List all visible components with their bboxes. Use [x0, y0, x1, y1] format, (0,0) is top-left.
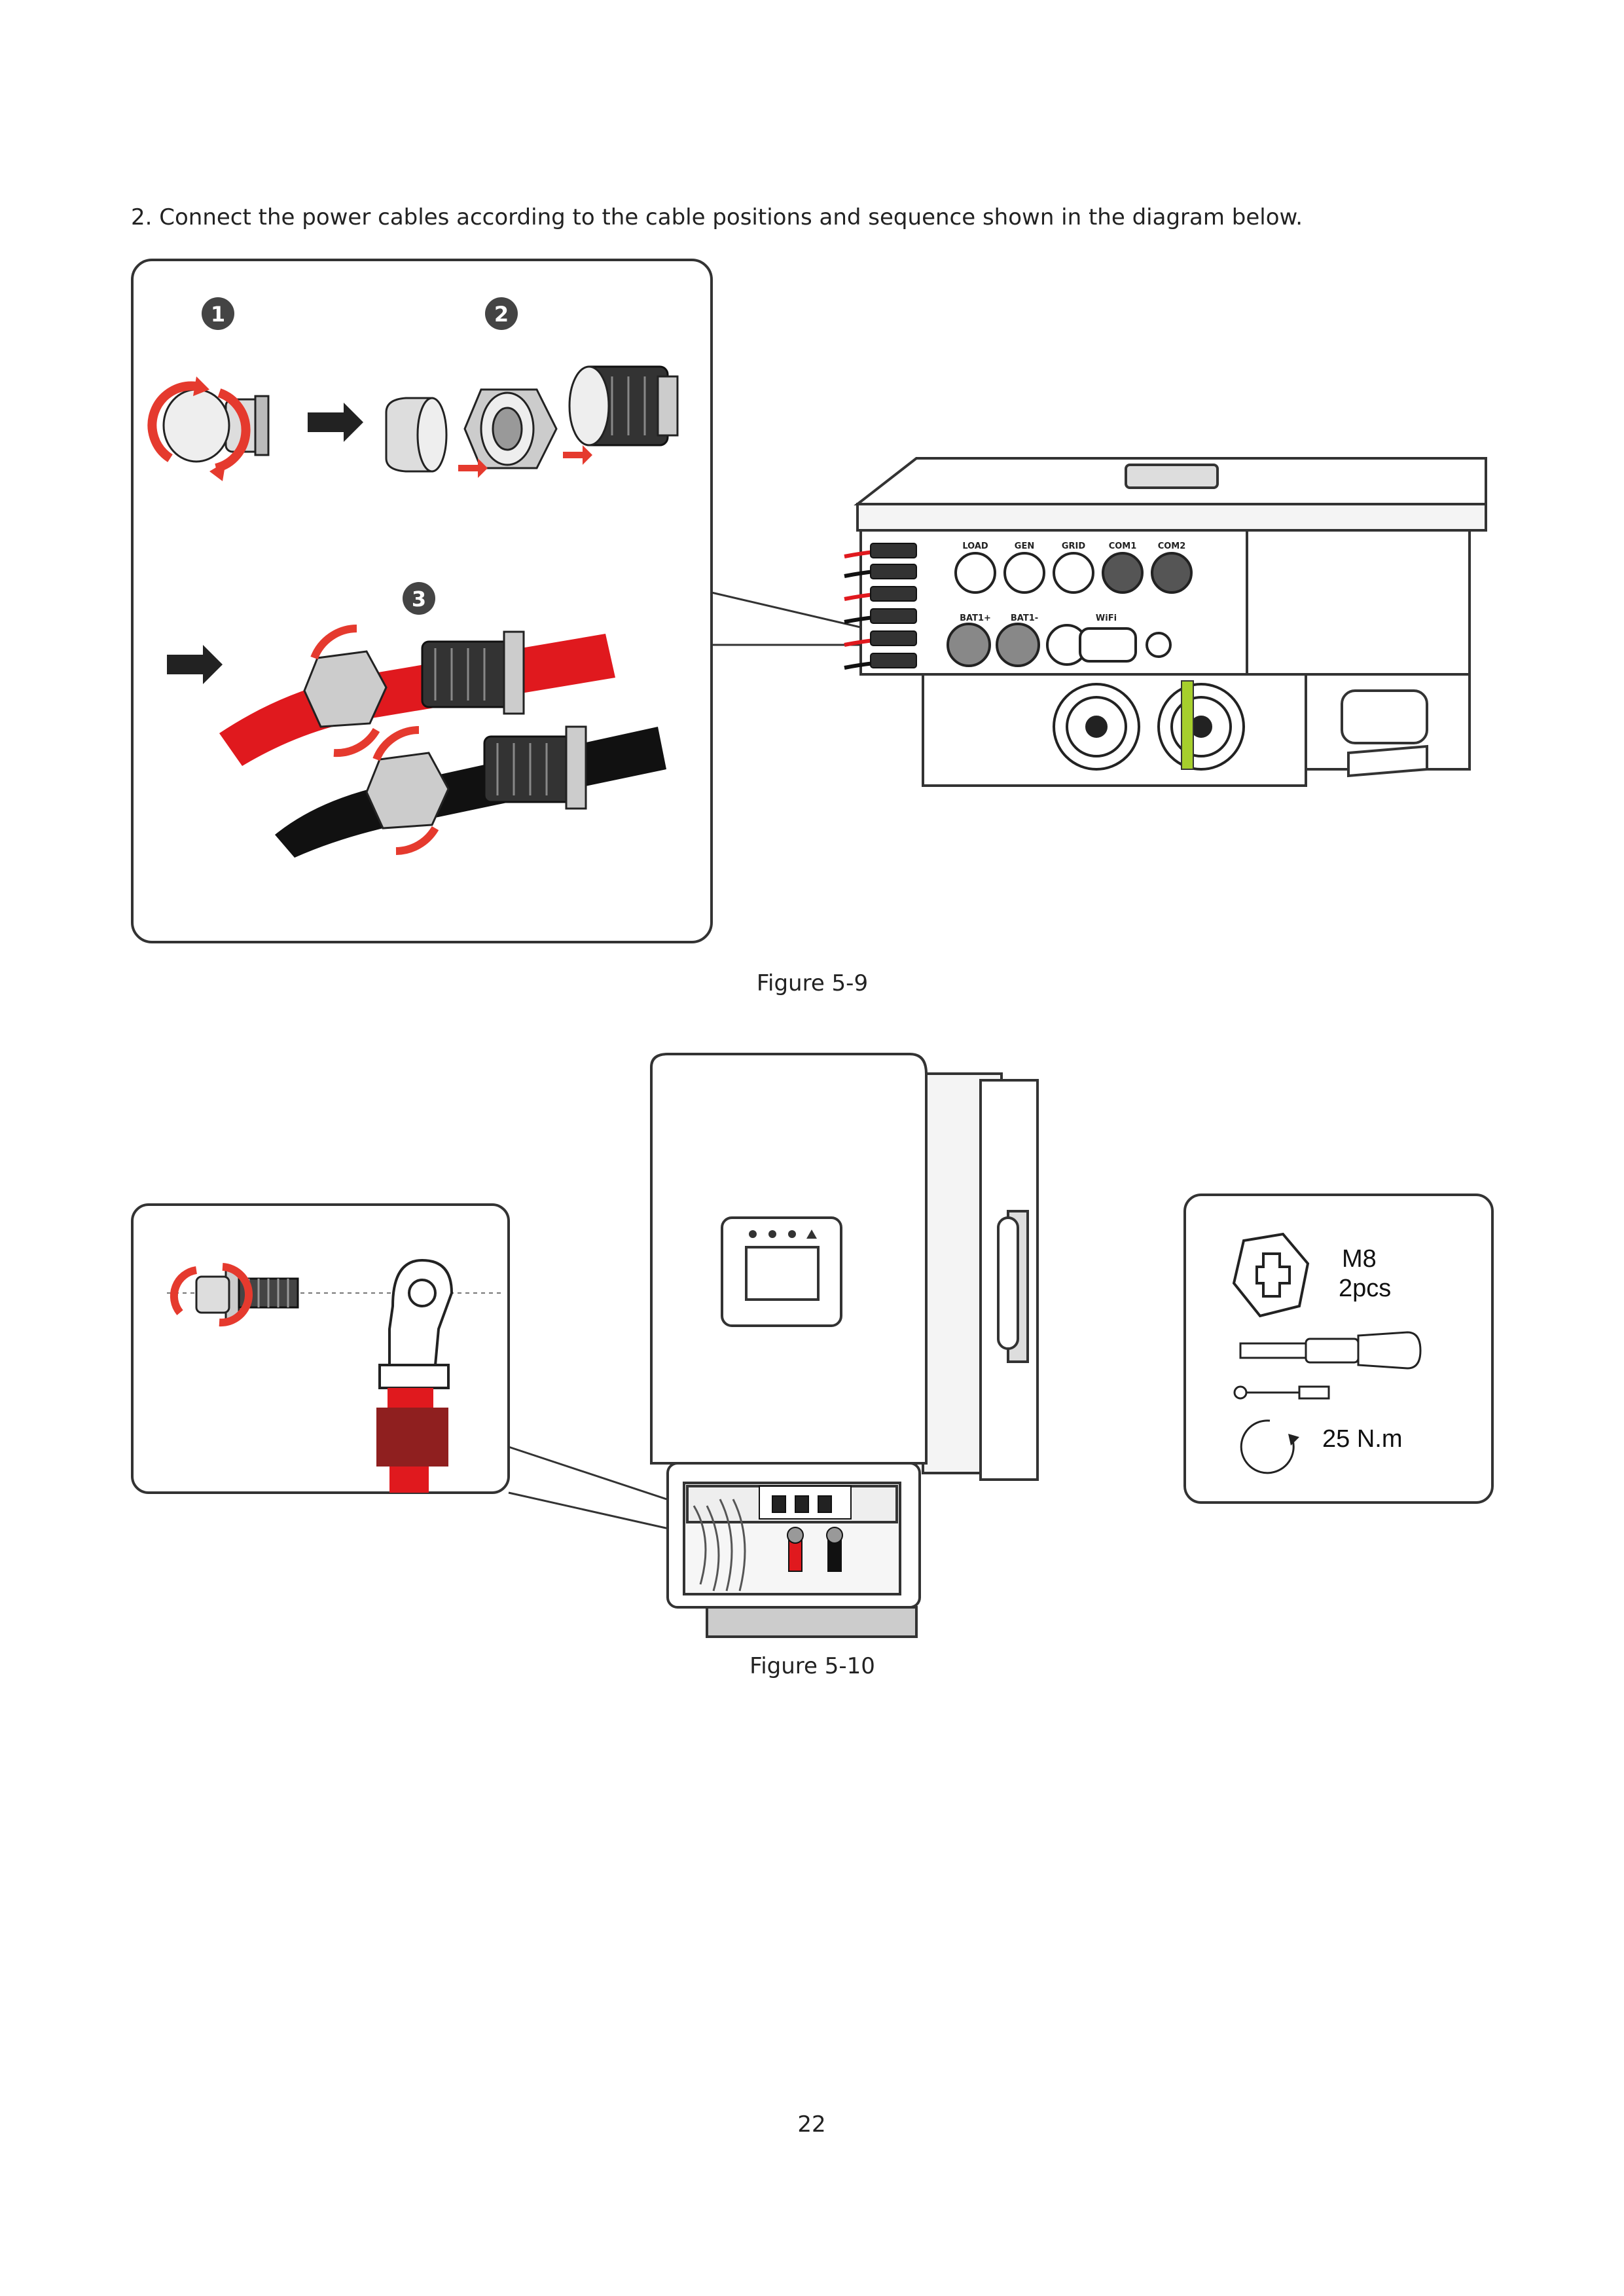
dc-breaker-terminals — [759, 1485, 852, 1520]
inverter-bottom-view — [854, 457, 1487, 787]
inverter-ports — [947, 552, 1193, 667]
hex-bolt-icon — [1232, 1232, 1310, 1318]
screwdriver-bit-icon — [1233, 1385, 1330, 1400]
rotation-arrow-icon — [170, 1266, 198, 1315]
svg-text:LOAD: LOAD — [962, 541, 988, 551]
internal-wiring — [693, 1499, 746, 1592]
svg-text:1: 1 — [211, 302, 225, 327]
ring-terminal-lug — [376, 1258, 454, 1493]
black-cable-gland — [365, 725, 587, 855]
ground-cable — [1181, 680, 1194, 770]
red-cable-gland — [303, 625, 525, 757]
battery-terminals — [787, 1527, 843, 1572]
step-marker-3: 3 — [403, 582, 435, 615]
torque-value: 25 N.m — [1322, 1425, 1402, 1453]
step-marker-1: 1 — [202, 297, 234, 330]
step-marker-2: 2 — [485, 297, 518, 330]
mc4-connectors — [870, 543, 917, 668]
bolt-size: M8 — [1342, 1245, 1377, 1273]
torque-rotation-icon — [1240, 1419, 1295, 1474]
arrow-right-icon — [167, 645, 223, 684]
battery-terminal-detail-panel — [131, 1203, 510, 1494]
svg-text:COM2: COM2 — [1158, 541, 1186, 551]
svg-text:BAT1-: BAT1- — [1011, 613, 1038, 623]
step1-gland — [147, 376, 270, 481]
rotation-arrow-icon — [147, 381, 197, 462]
inverter-front-view — [650, 1053, 1039, 1638]
arrow-right-icon — [308, 403, 363, 442]
figure-5-9-caption: Figure 5-9 — [756, 970, 869, 996]
page-number: 22 — [797, 2111, 826, 2138]
heat-shrink-sleeve — [376, 1408, 448, 1467]
red-battery-cable — [389, 1467, 429, 1493]
svg-text:BAT1+: BAT1+ — [960, 613, 991, 623]
svg-text:GEN: GEN — [1015, 541, 1034, 551]
port-labels: LOAD GEN GRID COM1 COM2 BAT1+ BAT1- WiFi — [960, 541, 1185, 623]
svg-text:2: 2 — [494, 302, 509, 327]
socket-wrench-icon — [1239, 1331, 1422, 1370]
svg-text:3: 3 — [412, 587, 426, 611]
step2-exploded-gland — [385, 365, 679, 478]
svg-text:GRID: GRID — [1062, 541, 1086, 551]
figure-5-10-caption: Figure 5-10 — [749, 1653, 875, 1679]
instruction-text: 2. Connect the power cables according to… — [131, 204, 1303, 230]
bolt-quantity: 2pcs — [1339, 1275, 1391, 1302]
svg-text:WiFi: WiFi — [1096, 613, 1117, 623]
svg-text:COM1: COM1 — [1109, 541, 1137, 551]
